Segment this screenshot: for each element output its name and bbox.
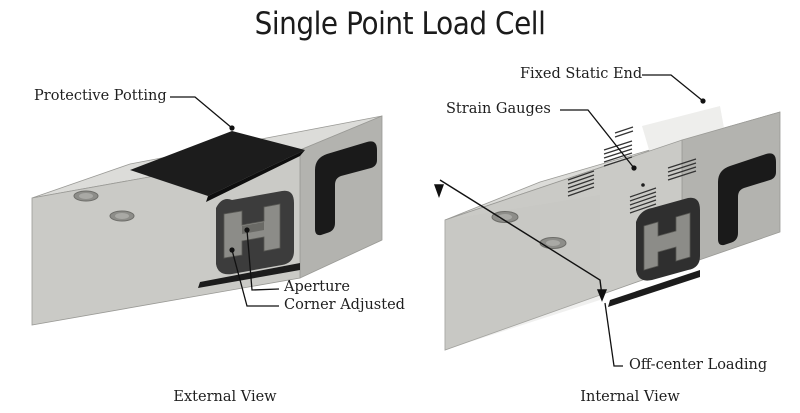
protective-potting-band xyxy=(130,131,305,196)
external-view-cell xyxy=(31,115,383,326)
aperture-cutout xyxy=(216,190,294,275)
diagram-title: Single Point Load Cell xyxy=(254,6,546,42)
strain-gauge-patterns xyxy=(567,126,697,214)
caption-internal-view: Internal View xyxy=(580,389,680,405)
leader-dots xyxy=(229,98,706,253)
label-aperture: Aperture xyxy=(284,279,350,295)
mounting-holes-external xyxy=(73,190,135,222)
leader-lines xyxy=(170,74,704,367)
internal-view-cell xyxy=(434,106,781,351)
mounting-holes-internal xyxy=(491,211,567,249)
label-off-center-loading: Off-center Loading xyxy=(629,357,768,373)
off-center-load-arrow xyxy=(434,179,608,302)
internal-end-cutout xyxy=(718,153,776,246)
internal-aperture xyxy=(636,197,700,281)
caption-external-view: External View xyxy=(173,389,277,405)
end-face-cutout xyxy=(315,141,377,236)
label-corner-adjusted: Corner Adjusted xyxy=(284,297,405,313)
label-strain-gauges: Strain Gauges xyxy=(446,101,551,117)
label-fixed-static-end: Fixed Static End xyxy=(520,66,643,82)
label-protective-potting: Protective Potting xyxy=(34,88,167,104)
